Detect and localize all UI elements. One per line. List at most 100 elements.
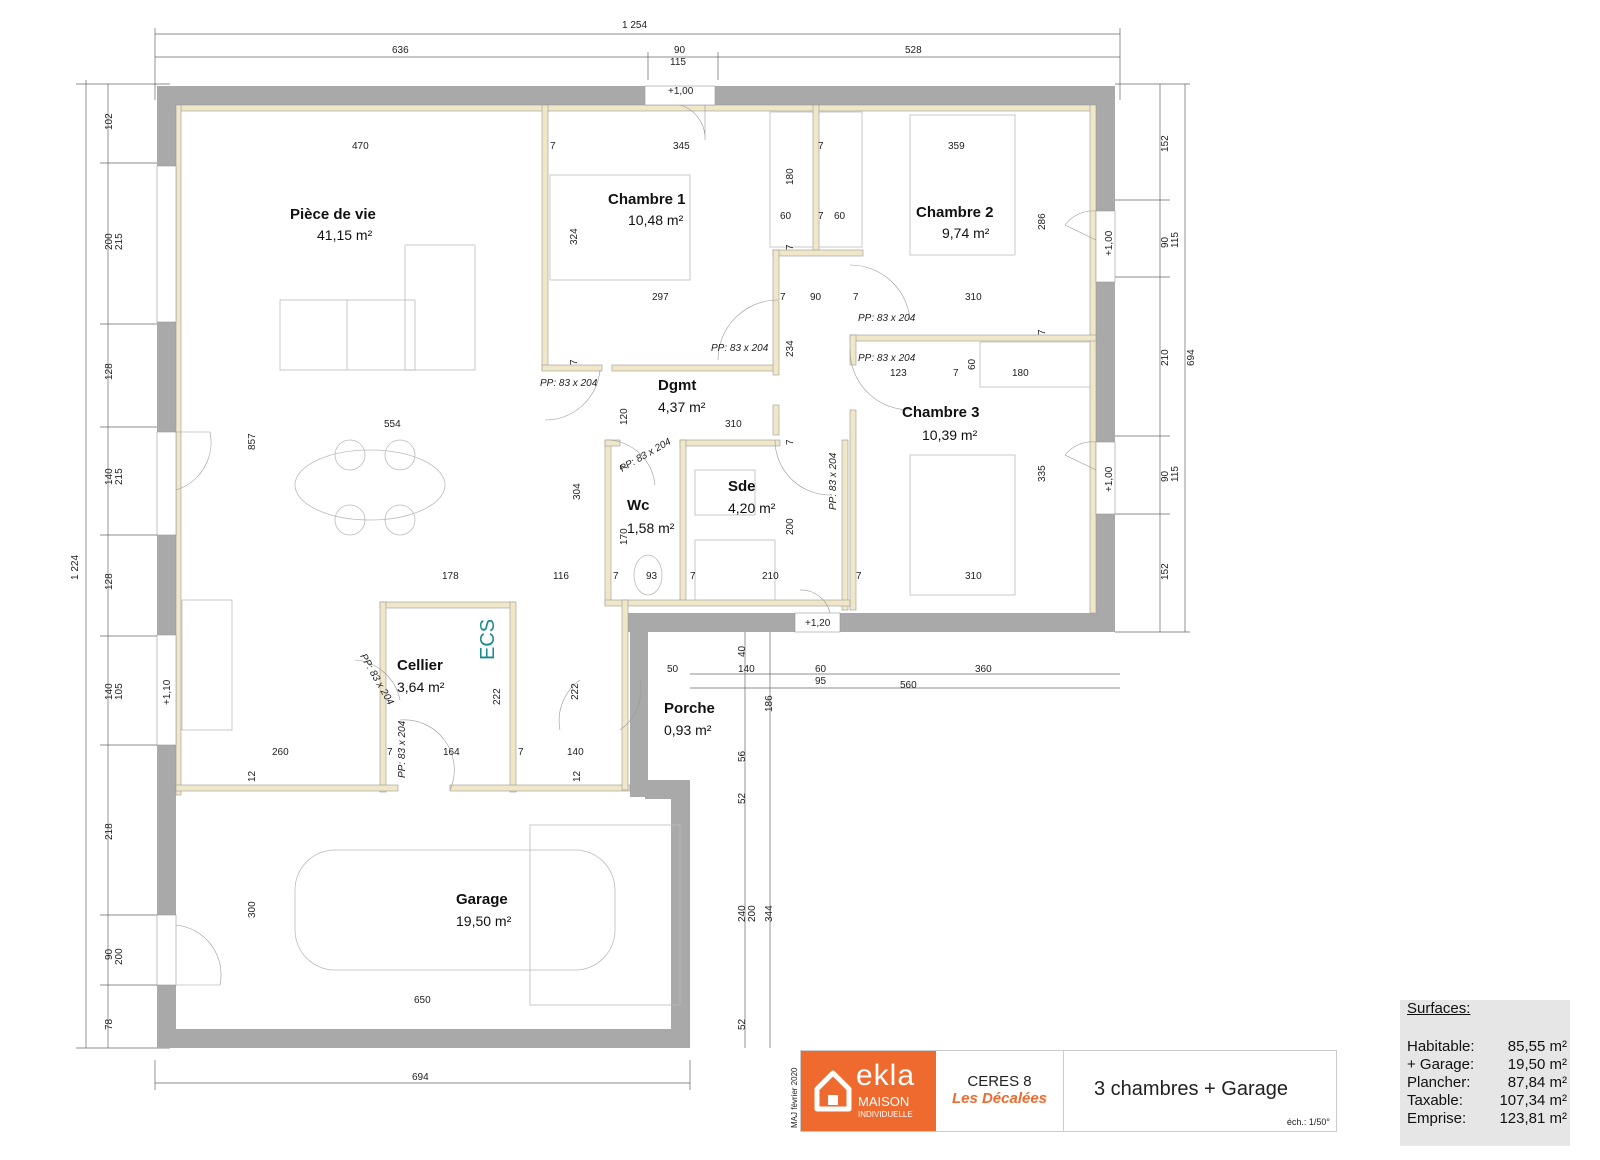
dim-left-200b: 200 xyxy=(114,948,125,965)
dim-in-7k: 7 xyxy=(785,439,796,445)
room-name-garage: Garage xyxy=(456,891,508,908)
dim-in-7a: 7 xyxy=(550,141,556,152)
door-label-chambre2: PP: 83 x 204 xyxy=(858,313,916,324)
model-name: CERES 8 xyxy=(967,1073,1032,1090)
door-label-cellier-a: PP: 83 x 204 xyxy=(357,652,395,707)
dim-in-210: 210 xyxy=(762,571,779,582)
dim-in-7e: 7 xyxy=(780,292,786,303)
dim-in-222b: 222 xyxy=(570,683,581,700)
dim-in-116: 116 xyxy=(553,571,569,582)
dim-in-345: 345 xyxy=(673,141,690,152)
dim-in-12a: 12 xyxy=(247,770,258,782)
room-name-piece-de-vie: Pièce de vie xyxy=(290,206,376,223)
surface-label: Plancher: xyxy=(1407,1074,1471,1091)
dim-porch-360: 360 xyxy=(975,664,992,675)
surface-value: 87,84 m² xyxy=(1507,1074,1567,1091)
dim-vert-52b: 52 xyxy=(737,1018,748,1030)
scale-label: éch.: 1/50° xyxy=(1286,1117,1330,1127)
surface-value: 123,81 m² xyxy=(1499,1110,1567,1127)
exterior-walls xyxy=(157,86,1115,1048)
dim-in-7i: 7 xyxy=(953,368,959,379)
update-date: MAJ février 2020 xyxy=(790,1067,799,1128)
dim-in-12b: 12 xyxy=(572,770,583,782)
dim-in-60c: 60 xyxy=(967,358,978,370)
dim-in-310a: 310 xyxy=(965,292,982,303)
room-area-sde: 4,20 m² xyxy=(728,500,776,516)
dim-in-7l: 7 xyxy=(613,571,619,582)
door-label-wc: PP: 83 x 204 xyxy=(618,436,673,474)
surfaces-title: Surfaces: xyxy=(1407,1000,1471,1017)
dim-in-857: 857 xyxy=(247,433,258,450)
dim-top-mid-a: 90 xyxy=(674,45,686,56)
dim-in-286: 286 xyxy=(1037,213,1048,230)
room-name-chambre3: Chambre 3 xyxy=(902,404,980,421)
brand-logo: ekla MAISON INDIVIDUELLE xyxy=(801,1051,936,1131)
dim-in-178: 178 xyxy=(442,571,459,582)
dim-top-mid-b: 115 xyxy=(670,57,686,68)
door-label-chambre3: PP: 83 x 204 xyxy=(858,353,916,364)
brand-name: ekla xyxy=(856,1059,916,1092)
dim-right-152a: 152 xyxy=(1160,135,1171,152)
room-labels: Pièce de vie 41,15 m² Chambre 1 10,48 m²… xyxy=(290,191,994,929)
dim-left-128b: 128 xyxy=(104,573,115,590)
dim-left-105: 105 xyxy=(114,683,125,700)
dim-right-115b: 115 xyxy=(1170,466,1181,482)
room-area-garage: 19,50 m² xyxy=(456,913,512,929)
dim-in-200: 200 xyxy=(785,518,796,535)
dim-left-102: 102 xyxy=(104,113,115,130)
dim-vert-200: 200 xyxy=(747,905,758,922)
dim-in-304: 304 xyxy=(572,483,583,500)
dim-in-120: 120 xyxy=(619,408,630,425)
dim-left-140a: 140 xyxy=(104,468,115,485)
room-name-cellier: Cellier xyxy=(397,657,443,674)
dim-in-7o: 7 xyxy=(387,747,393,758)
surface-label: Emprise: xyxy=(1407,1110,1467,1127)
dim-vert-52a: 52 xyxy=(737,792,748,804)
room-name-chambre1: Chambre 1 xyxy=(608,191,686,208)
dimension-lines xyxy=(76,28,1190,1090)
dim-left-128a: 128 xyxy=(104,363,115,380)
door-label-chambre1: PP: 83 x 204 xyxy=(711,343,769,354)
dim-in-7b: 7 xyxy=(818,141,824,152)
room-area-porche: 0,93 m² xyxy=(664,722,712,738)
dim-right-152b: 152 xyxy=(1160,563,1171,580)
house-icon xyxy=(814,1070,852,1112)
dim-porch-50: 50 xyxy=(667,664,679,675)
dim-right-210: 210 xyxy=(1160,349,1171,366)
level-entry: +1,20 xyxy=(805,618,831,629)
model-box: CERES 8 Les Décalées xyxy=(936,1051,1064,1131)
door-label-cellier-b: PP: 83 x 204 xyxy=(397,720,408,778)
dim-in-7p: 7 xyxy=(518,747,524,758)
room-area-chambre1: 10,48 m² xyxy=(628,212,684,228)
dim-in-324: 324 xyxy=(569,228,580,245)
dim-in-260: 260 xyxy=(272,747,289,758)
surface-row: Habitable: 85,55 m² xyxy=(1407,1038,1567,1055)
room-name-sde: Sde xyxy=(728,478,756,495)
surface-label: Taxable: xyxy=(1407,1092,1463,1109)
dim-porch-95: 95 xyxy=(815,676,827,687)
dim-in-310b: 310 xyxy=(725,419,742,430)
collection-name: Les Décalées xyxy=(951,1090,1048,1107)
dim-in-60a: 60 xyxy=(780,211,792,222)
dim-top-left: 636 xyxy=(392,45,409,56)
dim-right-115a: 115 xyxy=(1170,232,1181,248)
room-area-chambre2: 9,74 m² xyxy=(942,225,990,241)
dim-in-650: 650 xyxy=(414,995,431,1006)
dim-vert-56: 56 xyxy=(737,750,748,762)
dim-left-total: 1 224 xyxy=(70,555,81,580)
room-area-wc: 1,58 m² xyxy=(627,520,675,536)
dim-left-140b: 140 xyxy=(104,683,115,700)
room-area-dgmt: 4,37 m² xyxy=(658,399,706,415)
room-name-dgmt: Dgmt xyxy=(658,377,696,394)
dim-in-7c: 7 xyxy=(818,211,824,222)
dim-in-7n: 7 xyxy=(856,571,862,582)
dim-in-222a: 222 xyxy=(492,688,503,705)
furniture xyxy=(181,111,1091,1006)
dim-left-200: 200 xyxy=(104,233,115,250)
dim-in-300: 300 xyxy=(247,901,258,918)
door-swings xyxy=(175,104,1097,986)
room-name-porche: Porche xyxy=(664,700,715,717)
room-area-chambre3: 10,39 m² xyxy=(922,427,978,443)
dim-in-7m: 7 xyxy=(690,571,696,582)
dim-right-694: 694 xyxy=(1186,349,1197,366)
